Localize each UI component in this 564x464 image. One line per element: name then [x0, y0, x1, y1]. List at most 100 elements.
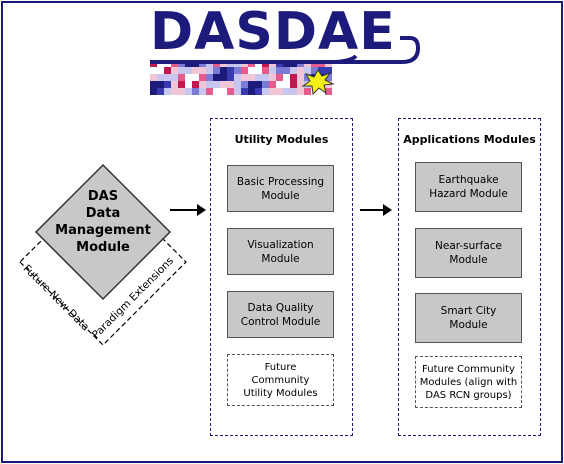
logo-pixel: [290, 81, 297, 88]
logo-pixel: [171, 74, 178, 81]
logo-pixel: [255, 88, 262, 95]
core-diamond: [34, 163, 172, 301]
logo-pixel: [220, 81, 227, 88]
logo-pixel: [171, 81, 178, 88]
logo-pixel: [150, 74, 157, 81]
logo-pixel: [157, 88, 164, 95]
logo-pixel: [325, 67, 332, 74]
logo-pixel: [262, 81, 269, 88]
logo-pixel: [276, 67, 283, 74]
logo-pixel: [248, 74, 255, 81]
logo-pixel: [227, 81, 234, 88]
utility-column-title: Utility Modules: [234, 133, 329, 146]
logo-pixel: [150, 81, 157, 88]
logo-pixel: [255, 74, 262, 81]
logo-pixel: [227, 74, 234, 81]
logo-pixel: [164, 74, 171, 81]
logo-pixel: [206, 67, 213, 74]
logo-pixel: [150, 67, 157, 74]
logo-pixel: [178, 81, 185, 88]
logo-pixel: [178, 67, 185, 74]
logo-pixel: [248, 67, 255, 74]
logo-pixel: [199, 67, 206, 74]
logo-pixel: [262, 74, 269, 81]
logo-title: DASDAE: [150, 2, 396, 62]
utility-modules-column: Utility Modules Basic Processing Module …: [210, 118, 353, 436]
logo-pixel: [157, 67, 164, 74]
logo-pixel: [185, 88, 192, 95]
logo-pixel: [178, 74, 185, 81]
logo-pixel: [185, 67, 192, 74]
logo-pixel: [192, 67, 199, 74]
logo-pixel: [276, 88, 283, 95]
applications-column-title: Applications Modules: [403, 133, 536, 146]
logo-pixel: [234, 88, 241, 95]
logo-pixel: [318, 88, 325, 95]
logo-pixel: [192, 88, 199, 95]
logo-pixel: [164, 88, 171, 95]
logo-pixel: [178, 88, 185, 95]
logo-wave-tail: [329, 54, 358, 64]
visualization-module: Visualization Module: [227, 228, 334, 275]
future-community-utility-modules: Future Community Utility Modules: [227, 354, 334, 406]
applications-modules-column: Applications Modules Earthquake Hazard M…: [398, 118, 541, 436]
logo-pixel: [220, 88, 227, 95]
extension-dashed-diamond: [19, 178, 187, 346]
logo-pixel: [213, 88, 220, 95]
logo-pixel: [269, 74, 276, 81]
logo-wave-line: [150, 36, 421, 64]
logo-starburst-icon: [301, 69, 335, 96]
logo-pixel: [199, 74, 206, 81]
logo-pixel: [220, 74, 227, 81]
logo-pixel: [164, 81, 171, 88]
logo-pixel: [297, 88, 304, 95]
logo-pixel: [241, 74, 248, 81]
logo-pixel: [199, 88, 206, 95]
logo-pixel: [276, 74, 283, 81]
logo-pixel: [241, 67, 248, 74]
logo-pixel: [255, 81, 262, 88]
logo-pixel: [185, 74, 192, 81]
logo-pixel: [234, 81, 241, 88]
logo-pixel: [199, 81, 206, 88]
logo-pixel: [262, 88, 269, 95]
logo-pixel: [269, 81, 276, 88]
logo-pixel: [213, 67, 220, 74]
data-quality-control-module: Data Quality Control Module: [227, 291, 334, 338]
logo-pixel: [297, 81, 304, 88]
logo-pixel: [192, 74, 199, 81]
logo-pixel: [283, 88, 290, 95]
logo-pixel: [325, 88, 332, 95]
near-surface-module: Near-surface Module: [415, 228, 522, 278]
logo-pixel: [290, 67, 297, 74]
logo-pixel: [304, 88, 311, 95]
logo-pixel: [283, 67, 290, 74]
logo-pixel: [220, 67, 227, 74]
logo-pixel: [248, 81, 255, 88]
logo-pixel: [269, 88, 276, 95]
logo-pixel: [157, 74, 164, 81]
smart-city-module: Smart City Module: [415, 293, 522, 343]
logo-pixel: [227, 67, 234, 74]
logo-pixel: [269, 67, 276, 74]
logo-pixel: [164, 67, 171, 74]
logo-pixel: [171, 88, 178, 95]
logo-pixel: [234, 74, 241, 81]
logo-pixel: [290, 74, 297, 81]
logo-pixel: [206, 88, 213, 95]
logo-pixel: [255, 67, 262, 74]
core-module-title: DAS Data Management Module: [55, 189, 151, 255]
logo-pixel: [150, 88, 157, 95]
logo-pixel: [311, 67, 318, 74]
logo-pixel: [297, 67, 304, 74]
logo-pixel: [241, 88, 248, 95]
logo-pixel: [227, 88, 234, 95]
future-community-modules: Future Community Modules (align with DAS…: [415, 356, 522, 408]
logo-pixel: [171, 67, 178, 74]
logo-pixel: [248, 88, 255, 95]
logo-pixel: [213, 74, 220, 81]
logo-pixel: [283, 74, 290, 81]
